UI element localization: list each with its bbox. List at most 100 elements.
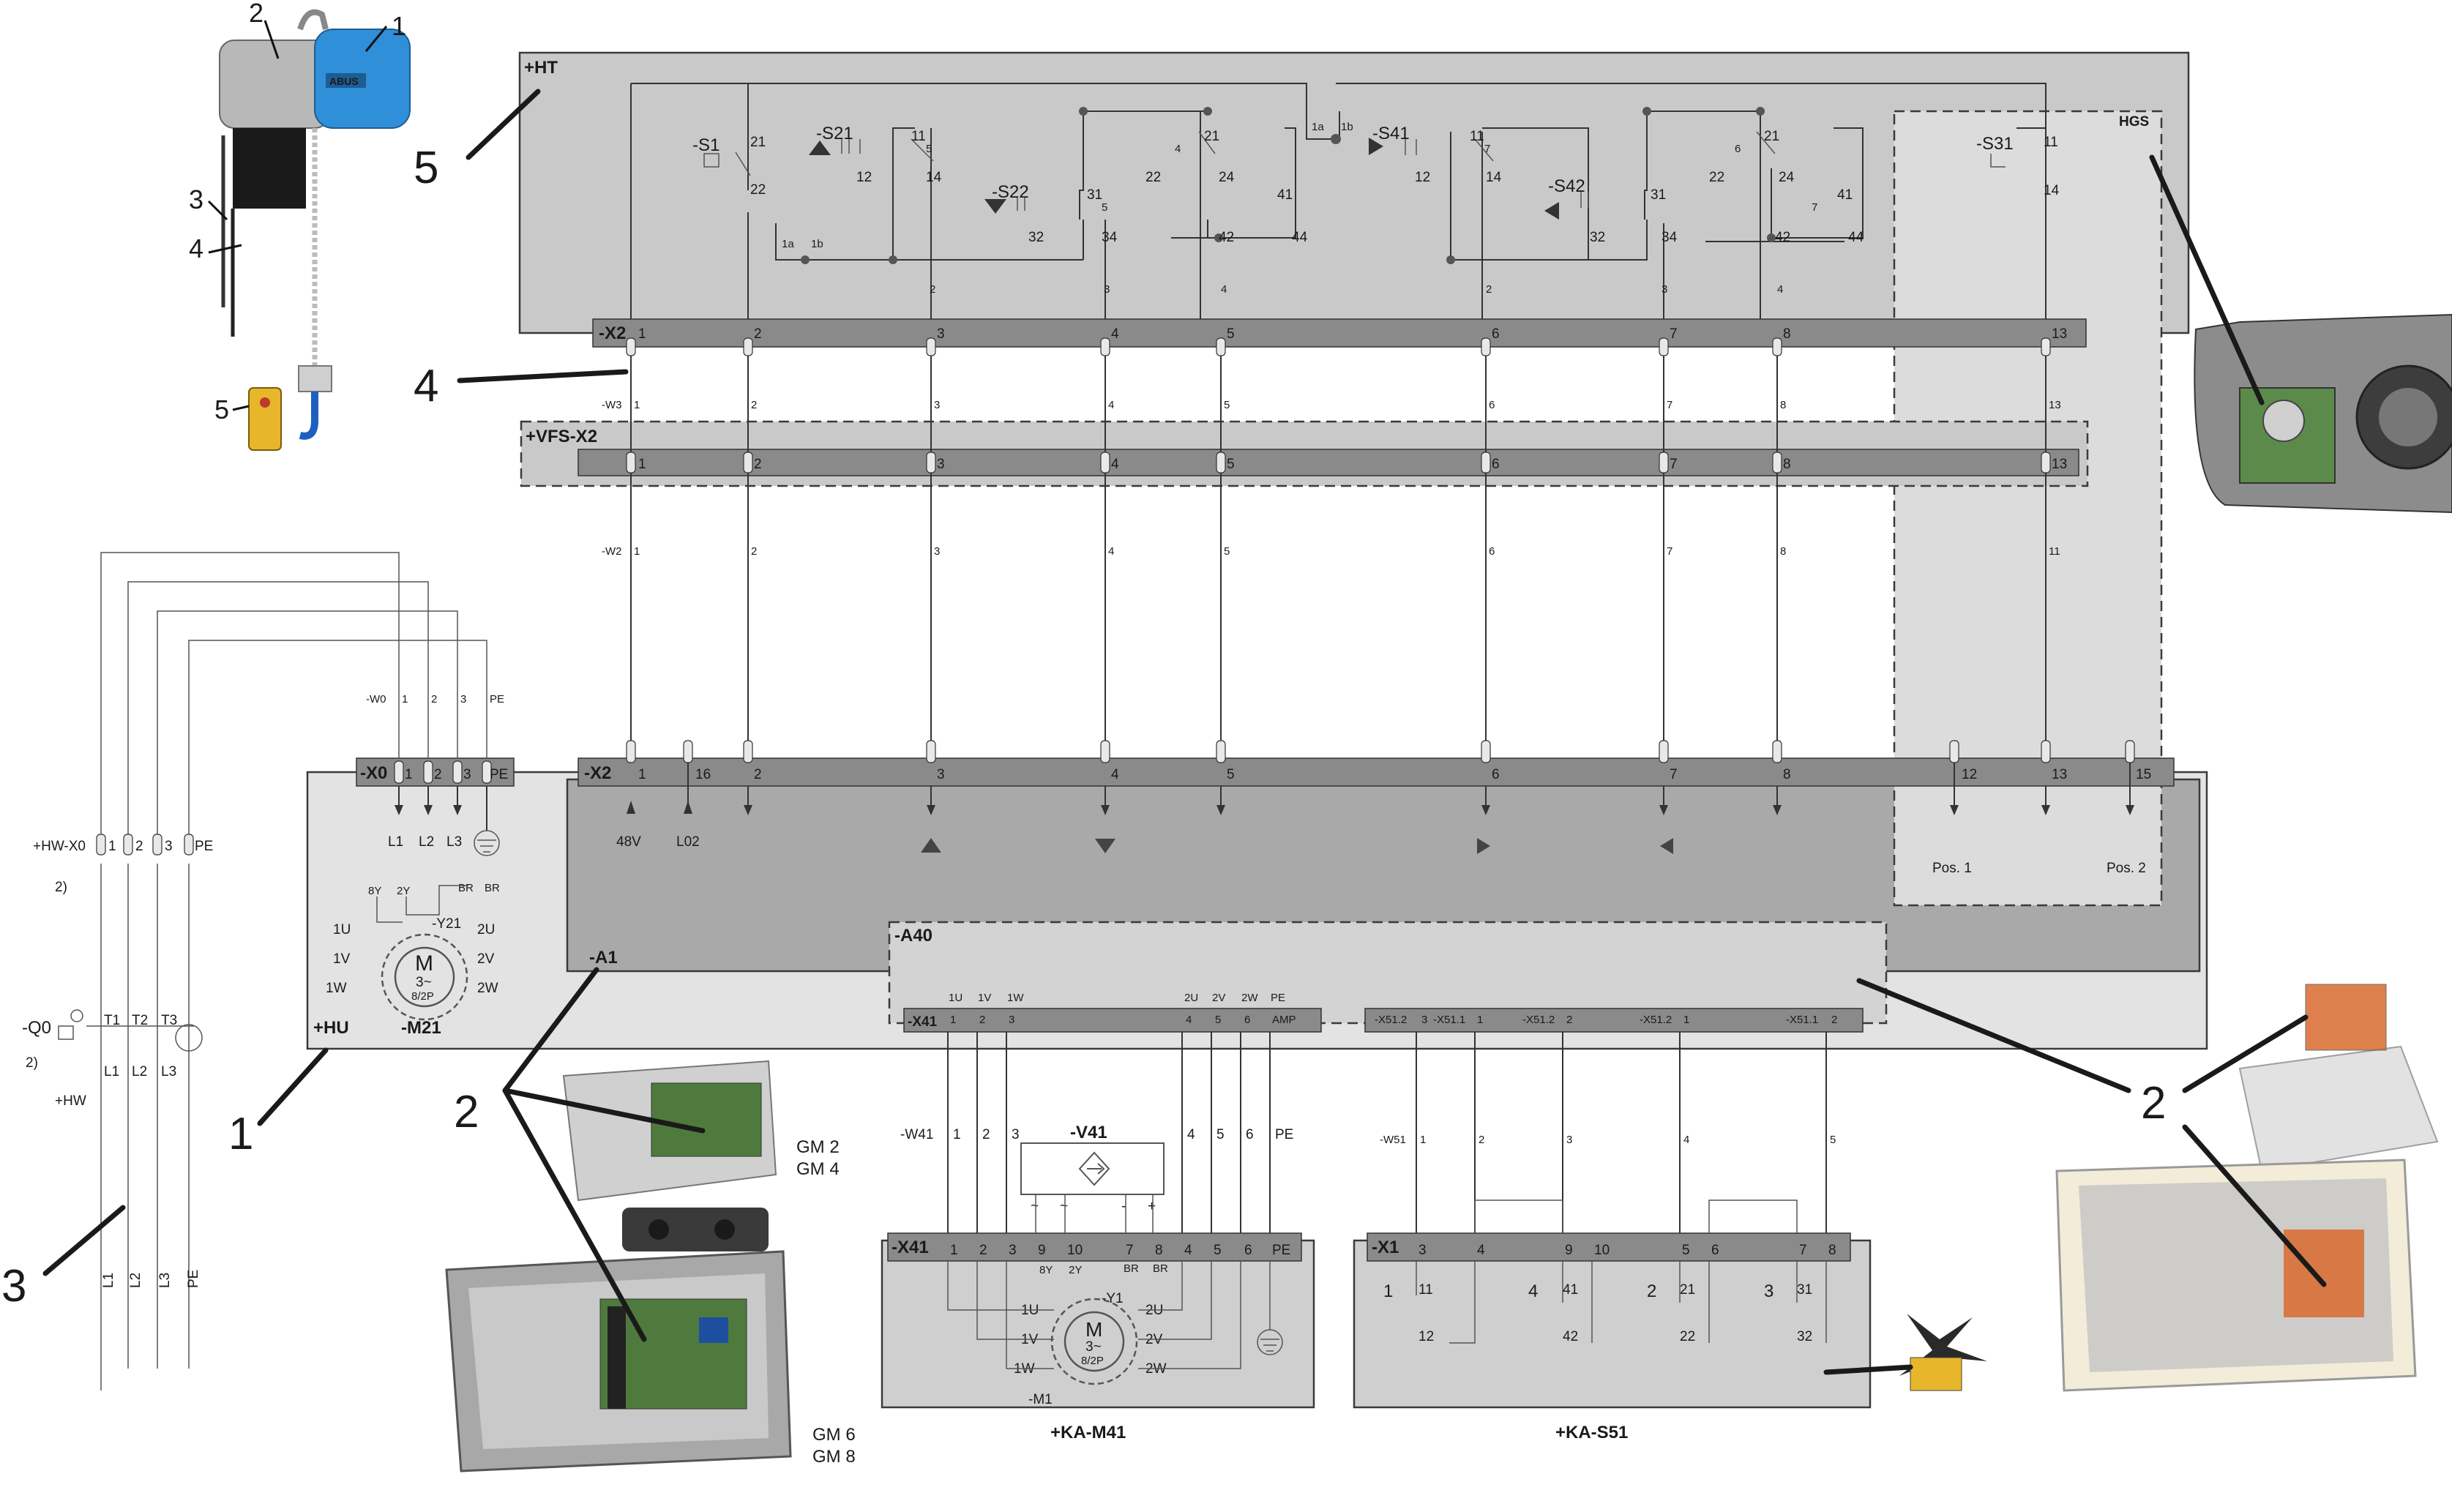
hw-x0-label: +HW-X0	[33, 839, 86, 854]
w41-wires	[947, 1032, 1271, 1233]
switch-s42-label: -S42	[1548, 176, 1585, 196]
panel-a40-title: -A40	[894, 926, 932, 946]
contacts-right: 1a 1b 11 12 14 7 6 21 22 24 31 32 34 41 …	[1312, 121, 1864, 245]
svg-text:44: 44	[1292, 230, 1308, 245]
svg-text:~: ~	[1031, 1199, 1039, 1214]
cable-w2: -W2	[602, 545, 622, 558]
svg-text:2U: 2U	[1184, 992, 1198, 1004]
svg-text:13: 13	[2052, 457, 2067, 472]
svg-text:1b: 1b	[811, 238, 823, 250]
svg-text:2: 2	[754, 326, 762, 342]
svg-text:1: 1	[634, 545, 640, 558]
svg-text:4: 4	[1186, 1014, 1192, 1026]
svg-text:5: 5	[214, 394, 229, 424]
svg-text:6: 6	[1244, 1014, 1250, 1026]
svg-text:4: 4	[1477, 1243, 1485, 1258]
switch-s31-label: -S31	[1976, 134, 2014, 154]
strip-x0-label: -X0	[360, 763, 387, 783]
svg-text:10: 10	[1594, 1243, 1610, 1258]
svg-text:5: 5	[1682, 1243, 1690, 1258]
svg-text:PE: PE	[1275, 1127, 1293, 1142]
svg-text:24: 24	[1219, 170, 1235, 185]
svg-text:13: 13	[2049, 399, 2061, 411]
switch-s22-label: -S22	[992, 182, 1029, 202]
svg-text:1W: 1W	[326, 981, 347, 996]
svg-text:L1: L1	[388, 834, 403, 850]
svg-text:13: 13	[2052, 767, 2067, 782]
svg-text:42: 42	[1563, 1329, 1578, 1344]
svg-text:5: 5	[926, 143, 932, 155]
svg-text:13: 13	[2052, 326, 2067, 342]
s31-contact-11: 11	[2044, 135, 2058, 150]
svg-text:8: 8	[1783, 457, 1791, 472]
signal-wires	[630, 347, 2131, 812]
svg-text:11: 11	[1470, 129, 1484, 144]
svg-text:1: 1	[638, 767, 646, 782]
svg-text:-: -	[1121, 1199, 1126, 1214]
strip-x2-lower-label: -X2	[584, 763, 611, 783]
svg-text:3: 3	[937, 457, 945, 472]
ka-s51-switches: 1 4 2 3	[1383, 1281, 1773, 1301]
svg-text:1: 1	[950, 1014, 956, 1026]
svg-text:4: 4	[1111, 326, 1119, 342]
svg-text:M: M	[415, 951, 433, 976]
svg-text:1W: 1W	[1007, 992, 1024, 1004]
svg-text:7: 7	[1670, 457, 1678, 472]
svg-text:L2: L2	[128, 1273, 143, 1288]
svg-text:6: 6	[1489, 545, 1495, 558]
svg-text:2Y: 2Y	[1069, 1264, 1082, 1276]
svg-text:1: 1	[405, 767, 413, 782]
strip-x41-a40	[903, 1008, 1322, 1033]
switch-s41-label: -S41	[1372, 124, 1410, 143]
svg-text:2V: 2V	[477, 951, 495, 967]
svg-text:1: 1	[228, 1109, 253, 1159]
svg-text:2: 2	[1479, 1134, 1484, 1146]
svg-text:9: 9	[1038, 1243, 1046, 1258]
svg-text:5: 5	[1224, 545, 1230, 558]
pcb-photo-top	[562, 1060, 777, 1251]
svg-text:22: 22	[1709, 170, 1724, 185]
svg-text:4: 4	[189, 233, 203, 263]
svg-text:4: 4	[1108, 399, 1114, 411]
x2-lower-arrowheads	[627, 801, 2134, 815]
svg-text:1V: 1V	[333, 951, 351, 967]
svg-text:L2: L2	[419, 834, 434, 850]
svg-text:10: 10	[1067, 1243, 1083, 1258]
svg-text:21: 21	[750, 135, 766, 150]
svg-text:L1: L1	[101, 1273, 116, 1288]
svg-text:41: 41	[1277, 187, 1293, 203]
svg-text:3: 3	[460, 693, 466, 706]
strip-x1-box-label: -X1	[1372, 1238, 1399, 1257]
svg-text:11: 11	[911, 129, 926, 144]
svg-text:42: 42	[1219, 230, 1234, 245]
svg-text:8: 8	[1155, 1243, 1163, 1258]
strip-x2-top-label: -X2	[599, 323, 626, 343]
svg-text:BR: BR	[1153, 1262, 1168, 1275]
hw-note-2: 2)	[26, 1055, 38, 1071]
svg-text:22: 22	[1145, 170, 1161, 185]
pins-x2-top	[626, 337, 2051, 356]
cable-w51: -W51	[1380, 1134, 1406, 1146]
svg-text:4: 4	[414, 361, 438, 411]
svg-text:1: 1	[402, 693, 408, 706]
svg-text:GM 6: GM 6	[812, 1425, 856, 1445]
svg-text:-X51.1: -X51.1	[1786, 1014, 1818, 1026]
svg-text:1U: 1U	[333, 922, 351, 937]
svg-text:3: 3	[937, 767, 945, 782]
pos-2-label: Pos. 2	[2107, 861, 2146, 876]
hoist-illustration: ABUS	[219, 9, 411, 451]
motor-m1-wiring	[947, 1261, 1241, 1369]
svg-text:1: 1	[108, 839, 116, 854]
hw-label: +HW	[55, 1093, 86, 1109]
svg-text:3: 3	[1421, 1014, 1427, 1026]
svg-text:2: 2	[754, 457, 762, 472]
svg-text:2: 2	[2141, 1078, 2166, 1129]
panel-a1-title: -A1	[589, 948, 618, 968]
svg-text:6: 6	[1244, 1243, 1252, 1258]
svg-text:8Y: 8Y	[1039, 1264, 1053, 1276]
svg-text:22: 22	[1680, 1329, 1695, 1344]
